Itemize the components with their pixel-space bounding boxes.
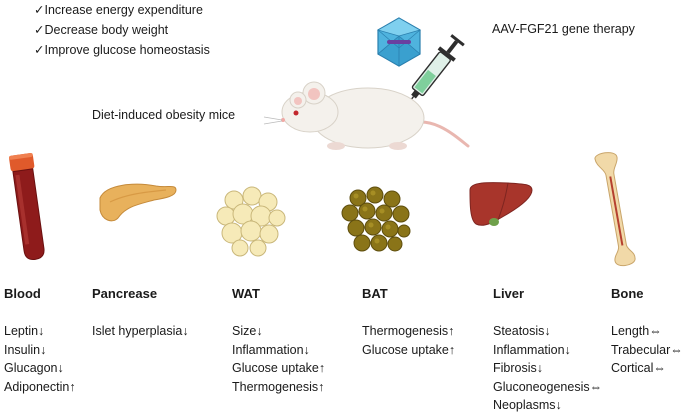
effect-item: Insulin↓: [4, 342, 47, 357]
effect-item: Trabecular⇔: [611, 342, 683, 357]
therapy-label: AAV-FGF21 gene therapy: [492, 22, 635, 36]
benefits-list: ✓Increase energy expenditure ✓Decrease b…: [34, 0, 210, 60]
effect-item: Thermogenesis↑: [362, 324, 455, 338]
effect-item: Thermogenesis↑: [232, 379, 325, 394]
liver-icon: [469, 182, 533, 226]
effect-item: Fibrosis↓: [493, 361, 544, 375]
syringe-icon: [398, 34, 465, 116]
effect-item: Length⇔: [611, 324, 662, 338]
effect-item: Inflammation↓: [232, 342, 310, 357]
bone-icon: [594, 152, 636, 267]
tissue-title-pancreas: Pancrease: [92, 286, 158, 301]
blood-effects: Leptin↓ Insulin↓ Glucagon↓ Adiponectin↑: [4, 322, 76, 396]
effect-item: Inflammation↓: [493, 342, 571, 357]
effect-item: Glucagon↓: [4, 361, 64, 375]
tissue-title-blood: Blood: [4, 286, 41, 301]
tissue-title-wat: WAT: [232, 286, 260, 301]
bone-effects: Length⇔ Trabecular⇔ Cortical⇔: [611, 322, 683, 378]
tissue-title-bone: Bone: [611, 286, 644, 301]
effect-item: Neoplasms↓: [493, 398, 562, 412]
wat-cells-icon: [216, 186, 286, 257]
aav-virus-icon: [376, 17, 422, 67]
effect-item: Size↓: [232, 324, 263, 338]
benefit-item: ✓Improve glucose homeostasis: [34, 43, 210, 57]
tissue-title-bat: BAT: [362, 286, 388, 301]
bat-effects: Thermogenesis↑ Glucose uptake↑: [362, 322, 455, 359]
benefit-item: ✓Decrease body weight: [34, 23, 169, 37]
pancreas-icon: [99, 183, 177, 222]
tissue-title-liver: Liver: [493, 286, 525, 301]
effect-item: Glucose uptake↑: [232, 361, 326, 375]
effect-item: Cortical⇔: [611, 361, 666, 375]
pancreas-effects: Islet hyperplasia↓: [92, 322, 189, 341]
effect-item: Steatosis↓: [493, 324, 551, 338]
liver-effects: Steatosis↓ Inflammation↓ Fibrosis↓ Gluco…: [493, 322, 602, 415]
benefit-item: ✓Increase energy expenditure: [34, 3, 203, 17]
effect-item: Gluconeogenesis⇔: [493, 379, 603, 394]
effect-item: Adiponectin↑: [4, 379, 76, 394]
bat-cells-icon: [341, 186, 411, 252]
wat-effects: Size↓ Inflammation↓ Glucose uptake↑ Ther…: [232, 322, 325, 396]
effect-item: Glucose uptake↑: [362, 342, 456, 357]
effect-item: Islet hyperplasia↓: [92, 324, 189, 338]
effect-item: Leptin↓: [4, 324, 45, 338]
mouse-illustration: [263, 81, 470, 150]
mouse-label: Diet-induced obesity mice: [92, 108, 236, 122]
blood-tube-icon: [8, 152, 45, 261]
